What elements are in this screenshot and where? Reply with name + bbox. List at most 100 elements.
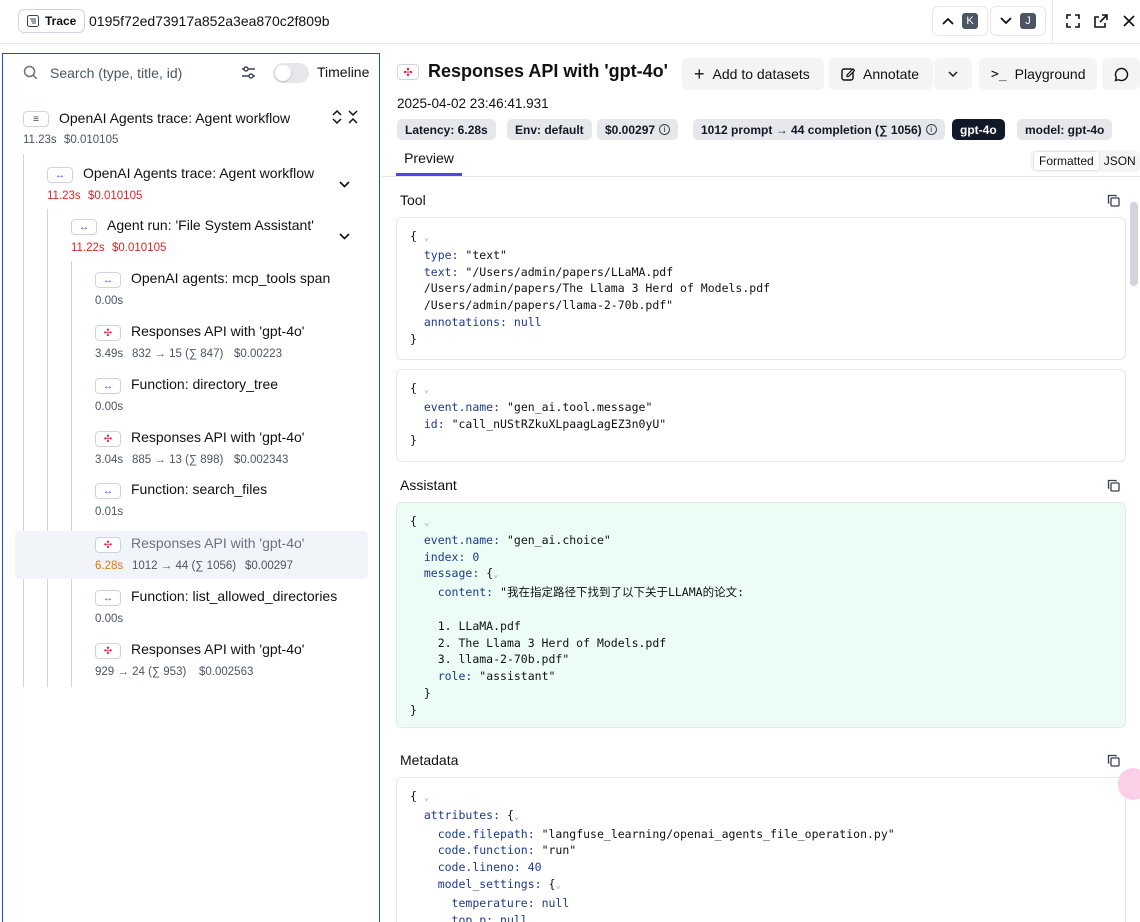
node-title: Responses API with 'gpt-4o' xyxy=(131,429,305,445)
open-external-icon[interactable] xyxy=(1093,13,1109,29)
tree-node[interactable]: ✣ Responses API with 'gpt-4o' 929 → 24 (… xyxy=(3,637,379,685)
model-badge-dark: gpt-4o xyxy=(952,119,1005,140)
tree-node[interactable]: ↔ Function: list_allowed_directories 0.0… xyxy=(3,584,379,632)
tree-line xyxy=(23,154,24,687)
annotate-button[interactable]: Annotate xyxy=(829,58,933,90)
generation-icon: ✣ xyxy=(95,325,121,341)
section-metadata-label: Metadata xyxy=(400,752,459,768)
tab-divider xyxy=(382,176,1140,177)
node-cost: $0.010105 xyxy=(88,190,143,202)
tree-node[interactable]: ↔ Function: directory_tree 0.00s xyxy=(3,372,379,420)
scrollbar-thumb[interactable] xyxy=(1130,202,1138,286)
previous-trace-button[interactable]: K xyxy=(932,6,988,36)
floating-widget[interactable] xyxy=(1118,768,1140,800)
edit-icon xyxy=(841,68,855,81)
node-tokens: 929 → 24 (∑ 953) xyxy=(95,666,187,678)
button-label: Annotate xyxy=(863,66,920,82)
playground-button[interactable]: >_ Playground xyxy=(979,58,1097,90)
node-title: Responses API with 'gpt-4o' xyxy=(131,641,305,657)
button-label: Playground xyxy=(1014,66,1086,82)
assistant-code-block: { ⌄ event.name: "gen_ai.choice" index: 0… xyxy=(396,502,1126,728)
comments-button[interactable] xyxy=(1102,58,1140,90)
tree-node[interactable]: ↔ OpenAI Agents trace: Agent workflow 11… xyxy=(3,161,379,209)
node-latency: 11.22s xyxy=(71,242,105,254)
trace-badge: Trace xyxy=(18,9,86,33)
cost-badge: $0.00297 i xyxy=(597,119,679,140)
tree-node[interactable]: ↔ Agent run: 'File System Assistant' 11.… xyxy=(3,213,379,261)
comment-icon xyxy=(1114,67,1128,81)
tree-node-root[interactable]: ≡ OpenAI Agents trace: Agent workflow 11… xyxy=(3,104,379,152)
node-title: Function: search_files xyxy=(131,481,268,497)
node-tokens: 1012 → 44 (∑ 1056) xyxy=(132,560,237,572)
info-icon[interactable]: i xyxy=(659,124,671,135)
generation-icon: ✣ xyxy=(95,643,121,659)
json-option[interactable]: JSON xyxy=(1103,154,1136,168)
chevron-down-icon[interactable] xyxy=(339,181,350,188)
info-icon[interactable]: i xyxy=(925,124,937,135)
env-badge: Env: default xyxy=(507,119,592,140)
shortcut-j: J xyxy=(1020,13,1036,29)
tree-line xyxy=(47,209,48,687)
span-icon: ↔ xyxy=(95,378,121,394)
tree-node[interactable]: ↔ OpenAI agents: mcp_tools span 0.00s xyxy=(3,266,379,314)
formatted-option[interactable]: Formatted xyxy=(1033,151,1100,171)
search-input[interactable]: Search (type, title, id) xyxy=(50,65,183,81)
tree-node[interactable]: ✣ Responses API with 'gpt-4o' 3.49s 832 … xyxy=(3,319,379,367)
node-title: Responses API with 'gpt-4o' xyxy=(131,323,305,339)
generation-icon: ✣ xyxy=(95,537,121,553)
span-icon: ↔ xyxy=(95,483,121,499)
node-title: OpenAI agents: mcp_tools span xyxy=(131,270,331,286)
latency-badge: Latency: 6.28s xyxy=(397,119,496,140)
tree-node-selected[interactable]: ✣ Responses API with 'gpt-4o' 6.28s 1012… xyxy=(3,531,379,579)
next-trace-button[interactable]: J xyxy=(990,6,1046,36)
trace-label: Trace xyxy=(45,14,77,28)
event-code-block: { ⌄ event.name: "gen_ai.tool.message" id… xyxy=(396,369,1126,462)
node-cost: $0.002563 xyxy=(199,666,254,678)
span-icon: ↔ xyxy=(47,167,73,183)
collapse-all-icon[interactable] xyxy=(330,109,360,125)
tokens-badge: 1012 prompt → 44 completion (∑ 1056) i xyxy=(693,119,945,140)
filter-settings-icon[interactable] xyxy=(241,65,256,80)
node-cost: $0.00297 xyxy=(245,560,293,572)
trace-tree-panel: Search (type, title, id) Timeline ≡ Open… xyxy=(2,53,380,922)
chevron-down-icon[interactable] xyxy=(339,233,350,240)
tree-node[interactable]: ↔ Function: search_files 0.01s xyxy=(3,478,379,526)
search-icon xyxy=(23,65,38,80)
expand-icon[interactable] xyxy=(1065,13,1081,29)
search-row: Search (type, title, id) Timeline xyxy=(3,54,379,92)
node-latency: 0.01s xyxy=(95,506,124,518)
node-title: OpenAI Agents trace: Agent workflow xyxy=(83,165,315,181)
copy-icon[interactable] xyxy=(1107,194,1120,207)
trace-id: 0195f72ed73917a852a3ea870c2f809b xyxy=(89,13,330,29)
copy-icon[interactable] xyxy=(1107,479,1120,492)
button-label: Add to datasets xyxy=(712,66,810,82)
node-latency: 11.23s xyxy=(23,134,57,146)
tree-line xyxy=(71,261,72,687)
node-tokens: 832 → 15 (∑ 847) xyxy=(132,348,224,360)
annotate-dropdown-button[interactable] xyxy=(934,58,972,90)
node-latency: 3.49s xyxy=(95,348,124,360)
copy-icon[interactable] xyxy=(1107,754,1120,767)
generation-icon: ✣ xyxy=(397,64,419,80)
add-to-datasets-button[interactable]: + Add to datasets xyxy=(682,58,824,90)
node-tokens: 885 → 13 (∑ 898) xyxy=(132,454,224,466)
close-icon[interactable] xyxy=(1121,13,1137,29)
node-latency: 3.04s xyxy=(95,454,124,466)
tree-node[interactable]: ✣ Responses API with 'gpt-4o' 3.04s 885 … xyxy=(3,425,379,473)
timeline-label: Timeline xyxy=(317,64,370,80)
node-title: Agent run: 'File System Assistant' xyxy=(107,217,314,233)
trace-icon xyxy=(27,15,39,27)
section-tool-label: Tool xyxy=(400,192,426,208)
node-latency: 0.00s xyxy=(95,613,124,625)
node-title: Function: directory_tree xyxy=(131,376,279,392)
node-title: OpenAI Agents trace: Agent workflow xyxy=(59,110,291,126)
timeline-toggle[interactable] xyxy=(273,63,309,83)
span-icon: ↔ xyxy=(71,219,97,235)
node-cost: $0.002343 xyxy=(234,454,289,466)
tool-code-block: { ⌄ type: "text" text: "/Users/admin/pap… xyxy=(396,217,1126,360)
node-latency: 0.00s xyxy=(95,401,124,413)
tab-preview[interactable]: Preview xyxy=(396,148,462,176)
selected-row-highlight xyxy=(15,531,368,579)
node-title: Responses API with 'gpt-4o' xyxy=(131,535,305,551)
model-badge: model: gpt-4o xyxy=(1017,119,1113,140)
